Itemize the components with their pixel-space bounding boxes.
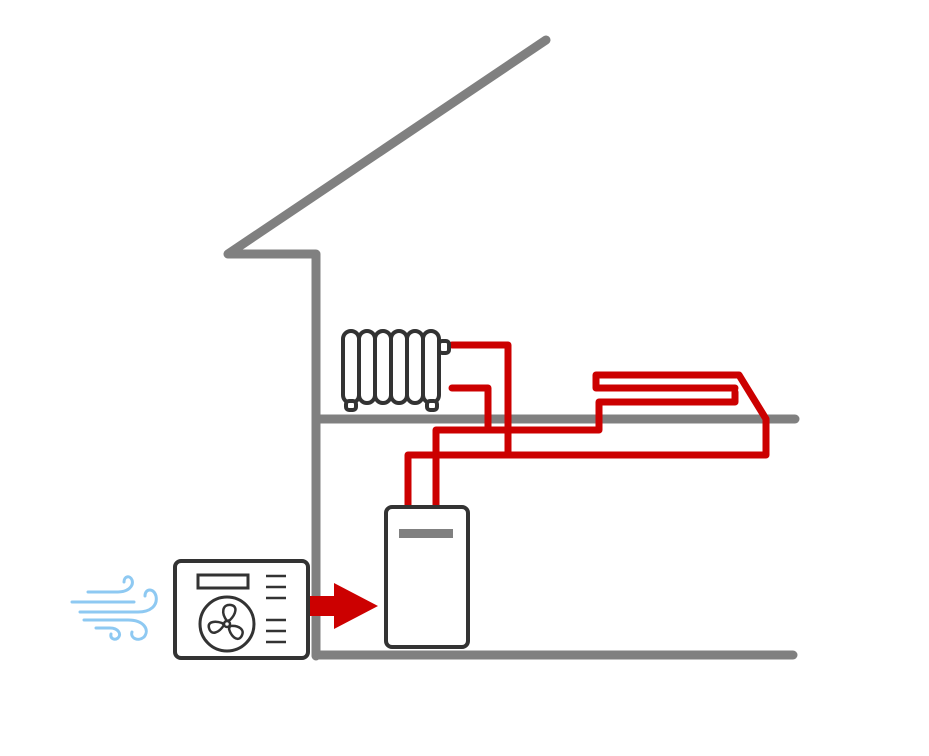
boiler-tank-icon xyxy=(384,505,470,649)
radiator-fin xyxy=(389,329,409,405)
radiator-fin xyxy=(373,329,393,405)
radiator-fin xyxy=(405,329,425,405)
arrow-right-icon xyxy=(282,583,378,629)
outdoor-unit-body xyxy=(173,559,310,660)
radiator-valve xyxy=(437,339,451,355)
indoor-unit-display xyxy=(399,529,453,538)
underfloor-return-pipe xyxy=(504,371,770,459)
outdoor-unit-vents xyxy=(266,574,286,644)
radiator-icon xyxy=(341,329,451,412)
outdoor-unit-display xyxy=(196,573,250,590)
fan-icon xyxy=(198,595,256,653)
indoor-unit-body xyxy=(384,505,470,649)
radiator-foot xyxy=(344,399,358,412)
house-outline xyxy=(223,35,800,661)
roof-line xyxy=(223,35,551,661)
heat-flow-arrow xyxy=(282,583,378,629)
radiator-fin xyxy=(357,329,377,405)
heating-pipes xyxy=(404,341,770,509)
radiator-fin xyxy=(421,329,441,405)
heat-pump-outdoor-unit-icon xyxy=(173,559,310,660)
wind-icon xyxy=(70,575,158,641)
radiator-fin xyxy=(341,329,361,405)
radiator-return-pipe xyxy=(448,384,492,434)
underfloor-supply-pipe xyxy=(432,388,739,509)
radiator-foot xyxy=(425,399,439,412)
